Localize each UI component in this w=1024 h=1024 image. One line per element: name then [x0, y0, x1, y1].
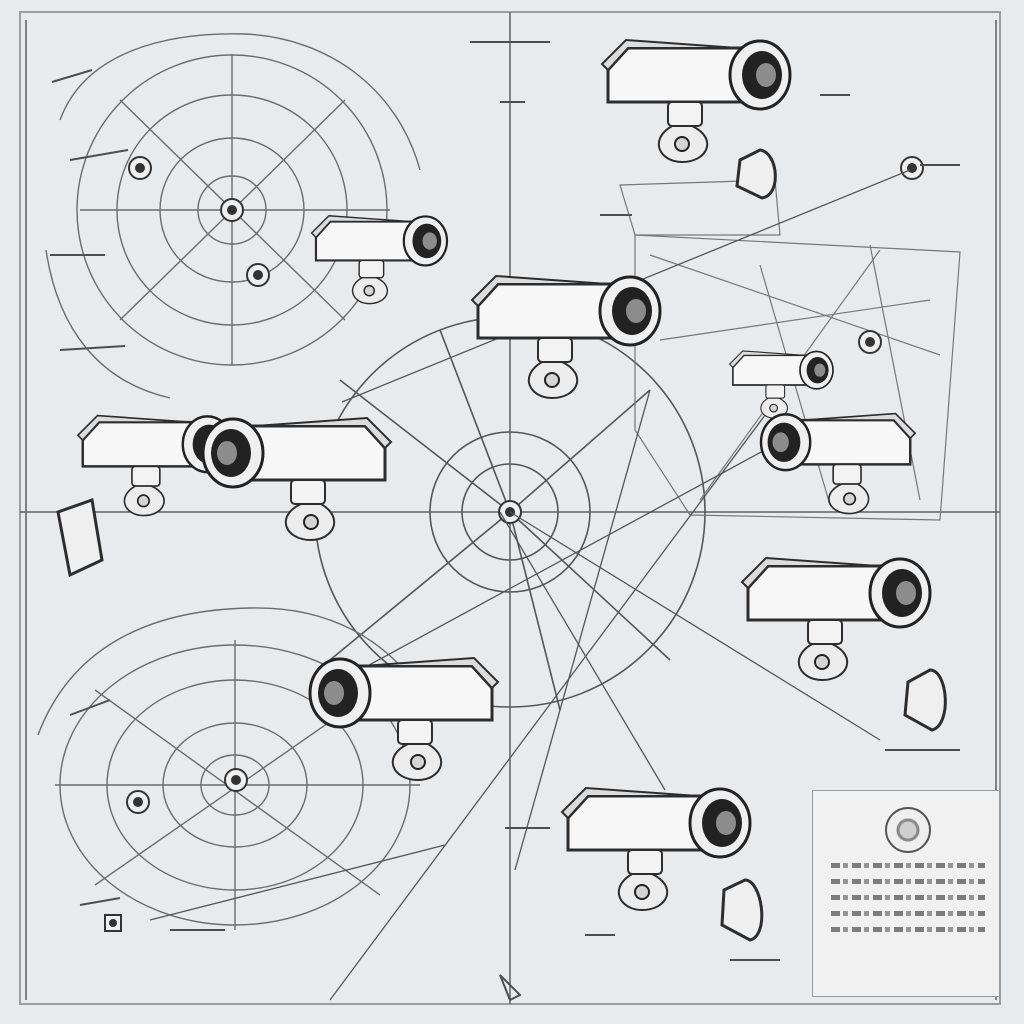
right-map-node-icon [858, 330, 882, 354]
legend-box [812, 790, 1000, 997]
small-annotation-marks [50, 41, 960, 1002]
legend-text-line [831, 895, 985, 900]
bottom-left-center-node-icon [224, 768, 248, 792]
legend-text-line [831, 911, 985, 916]
legend-text-line [831, 863, 985, 868]
legend-text-line [831, 927, 985, 932]
wall-mount-fixtures [56, 148, 947, 942]
upper-right-node-icon [900, 156, 924, 180]
top-left-third-node-icon [246, 263, 270, 287]
right-map-grid [619, 179, 961, 521]
legend-seal-icon [885, 807, 931, 853]
bottom-left-node-icon [126, 790, 150, 814]
top-left-node-icon [220, 198, 244, 222]
bottom-left-marker-icon [104, 914, 122, 932]
legend-text-line [831, 879, 985, 884]
top-left-secondary-node-icon [128, 156, 152, 180]
long-connector-lines [149, 169, 911, 1001]
